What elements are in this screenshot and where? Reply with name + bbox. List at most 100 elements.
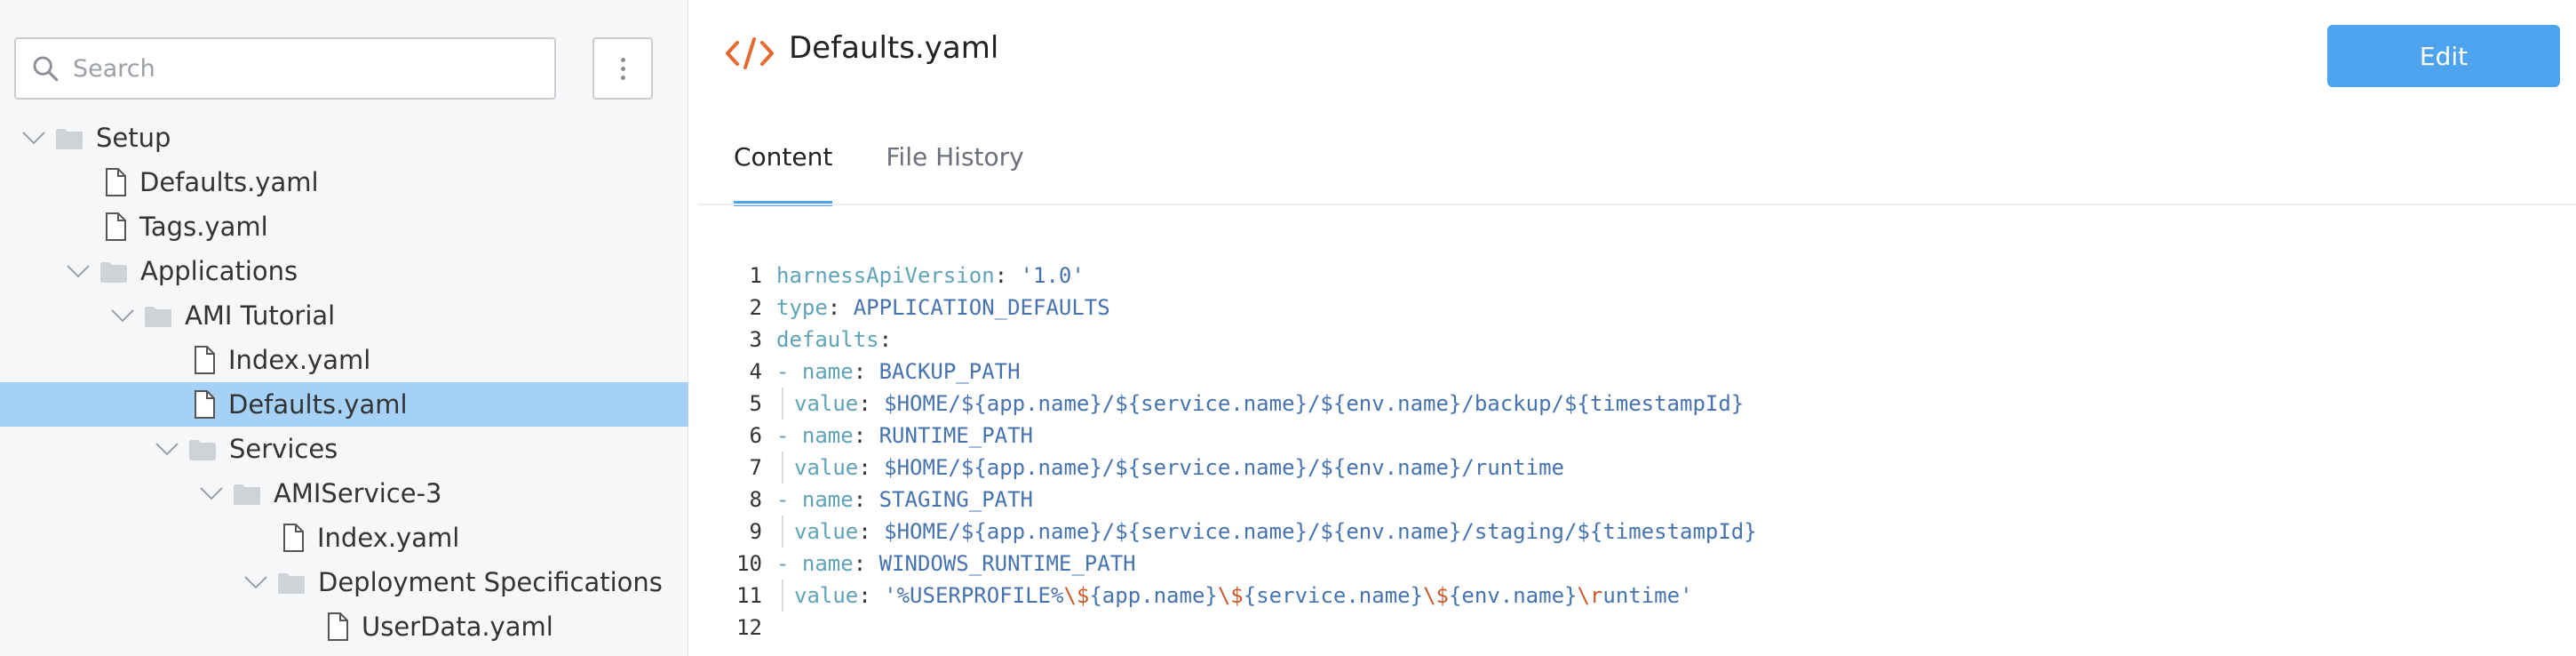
- code-token: :: [858, 455, 885, 480]
- search-box[interactable]: [14, 37, 556, 100]
- code-line: 10- name: WINDOWS_RUNTIME_PATH: [734, 548, 1757, 580]
- code-token: name: [801, 423, 854, 448]
- line-number: 4: [749, 359, 762, 384]
- file-icon: [326, 612, 349, 641]
- code-token: WINDOWS_RUNTIME_PATH: [879, 551, 1136, 576]
- tree-item-label: Setup: [96, 123, 171, 153]
- chevron-down-icon[interactable]: [108, 301, 137, 330]
- line-number: 9: [749, 519, 762, 544]
- tree-row[interactable]: Tags.yaml: [0, 204, 688, 249]
- code-token: name: [801, 551, 854, 576]
- file-icon: [282, 524, 305, 552]
- code-file-icon: [726, 37, 774, 69]
- code-token: :: [827, 295, 854, 320]
- code-token: :: [858, 583, 885, 608]
- more-options-button[interactable]: [592, 37, 653, 100]
- tree-row[interactable]: Deployment Specifications: [0, 560, 688, 604]
- code-token: BACKUP_PATH: [879, 359, 1021, 384]
- edit-button[interactable]: Edit: [2327, 25, 2560, 87]
- content-tabs: Content File History: [734, 124, 1024, 206]
- folder-icon: [277, 571, 306, 594]
- code-token: \$: [1063, 583, 1090, 608]
- code-token: '1.0': [1020, 263, 1085, 288]
- chevron-down-icon[interactable]: [197, 479, 226, 508]
- file-icon: [193, 390, 216, 419]
- code-token: -: [776, 423, 802, 448]
- code-token: \r: [1577, 583, 1603, 608]
- chevron-down-icon[interactable]: [20, 124, 48, 152]
- tree-item-label: AMIService-3: [274, 478, 442, 508]
- line-number: 12: [736, 615, 762, 640]
- search-input[interactable]: [73, 54, 535, 83]
- tree-row[interactable]: Defaults.yaml: [0, 160, 688, 204]
- tree-row[interactable]: Services: [0, 427, 688, 471]
- code-token: -: [776, 359, 802, 384]
- indent-guide: [782, 388, 783, 420]
- tree-item-label: Defaults.yaml: [139, 167, 319, 197]
- tree-row[interactable]: Defaults.yaml: [0, 382, 688, 427]
- tree-item-label: Services: [229, 434, 338, 464]
- code-token: :: [853, 423, 879, 448]
- tree-item-label: Index.yaml: [228, 345, 371, 375]
- file-tree-sidebar: SetupDefaults.yamlTags.yamlApplicationsA…: [0, 0, 688, 656]
- code-token: untime': [1602, 583, 1693, 608]
- tree-item-label: Tags.yaml: [139, 212, 268, 242]
- tree-item-label: UserData.yaml: [362, 612, 553, 642]
- tree-row[interactable]: AMI Tutorial: [0, 293, 688, 338]
- tree-row[interactable]: Index.yaml: [0, 338, 688, 382]
- code-token: :: [858, 391, 885, 416]
- code-token: $HOME/${app.name}/${service.name}/${env.…: [884, 455, 1564, 480]
- file-icon: [104, 168, 127, 196]
- chevron-down-icon[interactable]: [153, 435, 181, 463]
- tab-file-history[interactable]: File History: [886, 142, 1024, 172]
- search-icon: [33, 56, 59, 82]
- code-token: name: [801, 359, 854, 384]
- tree-row[interactable]: Index.yaml: [0, 516, 688, 560]
- code-line: 12: [734, 612, 1757, 644]
- tab-content[interactable]: Content: [734, 124, 833, 206]
- file-content-panel: Defaults.yaml Edit Content File History …: [698, 0, 2576, 656]
- chevron-down-icon[interactable]: [242, 568, 270, 596]
- tree-row[interactable]: Applications: [0, 249, 688, 293]
- code-token: value: [794, 455, 859, 480]
- code-token: value: [794, 583, 859, 608]
- indent-guide: [782, 452, 783, 484]
- code-token: APPLICATION_DEFAULTS: [853, 295, 1110, 320]
- code-token: STAGING_PATH: [879, 487, 1033, 512]
- folder-icon: [188, 437, 217, 460]
- tree-item-label: Deployment Specifications: [318, 567, 663, 597]
- more-vertical-icon: [620, 57, 625, 80]
- code-token: value: [794, 519, 859, 544]
- code-token: :: [853, 487, 879, 512]
- indent-guide: [782, 516, 783, 548]
- code-token: \$: [1217, 583, 1244, 608]
- code-token: $HOME/${app.name}/${service.name}/${env.…: [884, 391, 1745, 416]
- tabs-divider: [698, 204, 2576, 205]
- code-token: -: [776, 551, 802, 576]
- file-title: Defaults.yaml: [789, 30, 999, 66]
- folder-icon: [55, 126, 83, 149]
- code-token: $HOME/${app.name}/${service.name}/${env.…: [884, 519, 1757, 544]
- line-number: 1: [749, 263, 762, 288]
- tree-row[interactable]: UserData.yaml: [0, 604, 688, 649]
- indent-guide: [782, 580, 783, 612]
- code-token: type: [776, 295, 828, 320]
- chevron-down-icon[interactable]: [64, 257, 92, 285]
- code-token: '%USERPROFILE%: [884, 583, 1064, 608]
- file-icon: [104, 212, 127, 241]
- line-number: 2: [749, 295, 762, 320]
- line-number: 5: [749, 391, 762, 416]
- tree-row[interactable]: Setup: [0, 116, 688, 160]
- code-token: {service.name}: [1243, 583, 1424, 608]
- code-line: 4- name: BACKUP_PATH: [734, 356, 1757, 388]
- code-line: 6- name: RUNTIME_PATH: [734, 420, 1757, 452]
- tree-row[interactable]: AMIService-3: [0, 471, 688, 516]
- code-token: :: [853, 359, 879, 384]
